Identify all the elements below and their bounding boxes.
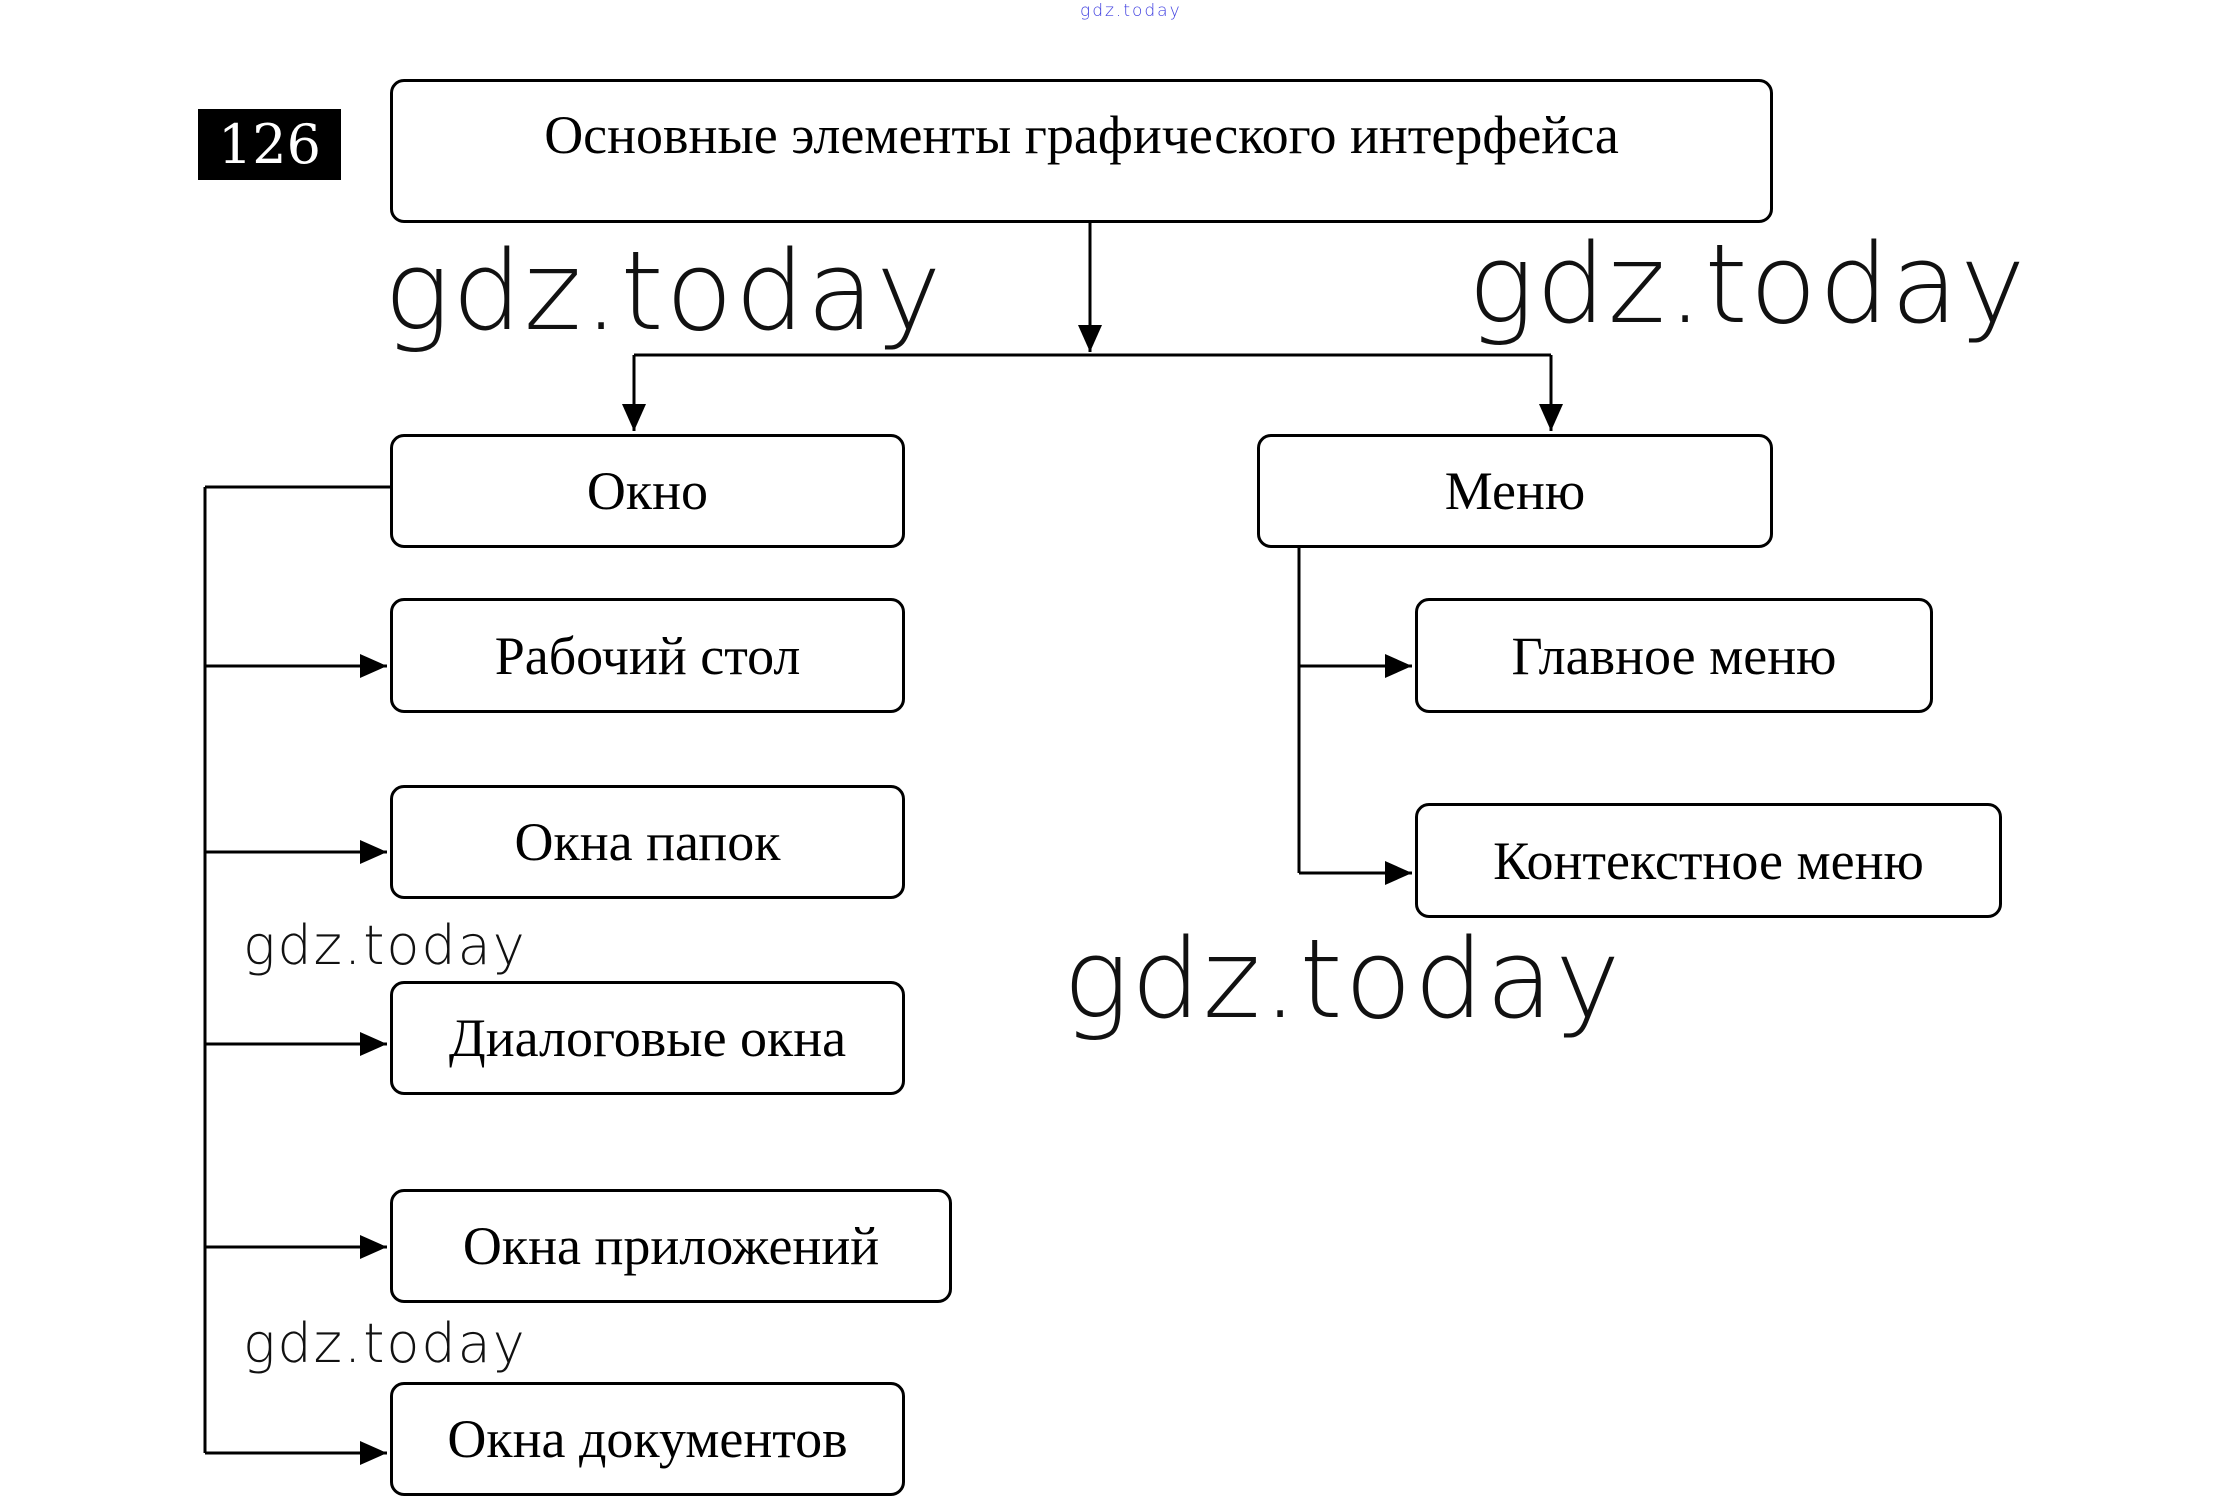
node-folder-windows: Окна папок bbox=[390, 785, 905, 899]
watermark: gdz.today bbox=[1468, 220, 2028, 348]
watermark-top: gdz.today bbox=[1080, 1, 1182, 21]
watermark: gdz.today bbox=[243, 1312, 527, 1375]
node-menu: Меню bbox=[1257, 434, 1773, 548]
root-node: Основные элементы графического интерфейс… bbox=[390, 79, 1773, 223]
node-app-windows: Окна приложений bbox=[390, 1189, 952, 1303]
node-window: Окно bbox=[390, 434, 905, 548]
watermark: gdz.today bbox=[384, 227, 944, 355]
node-desktop: Рабочий стол bbox=[390, 598, 905, 713]
node-context-menu: Контекстное меню bbox=[1415, 803, 2002, 918]
node-dialog-windows: Диалоговые окна bbox=[390, 981, 905, 1095]
node-main-menu: Главное меню bbox=[1415, 598, 1933, 713]
watermark: gdz.today bbox=[1063, 915, 1623, 1043]
page-number-badge: 126 bbox=[198, 109, 341, 180]
node-document-windows: Окна документов bbox=[390, 1382, 905, 1496]
watermark: gdz.today bbox=[243, 914, 527, 977]
